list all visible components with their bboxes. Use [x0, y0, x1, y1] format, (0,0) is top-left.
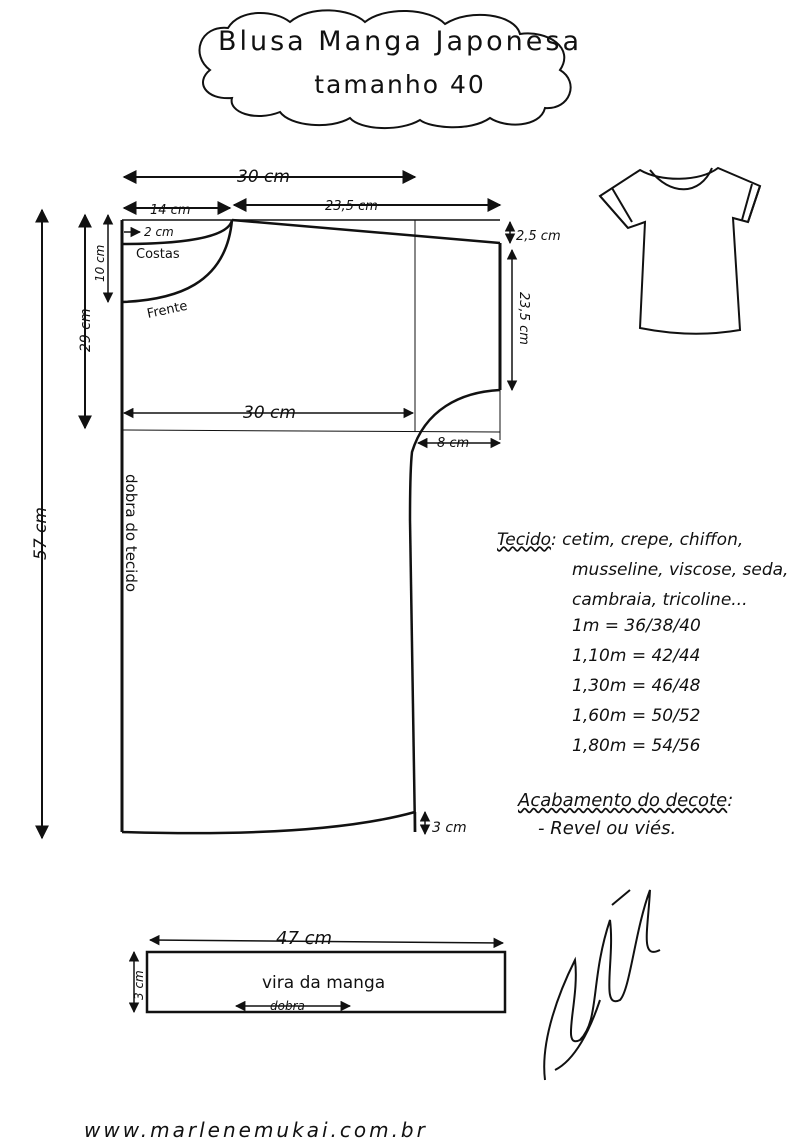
label-shoulder-drop: 2,5 cm — [516, 229, 561, 244]
label-back: Costas — [136, 247, 180, 262]
yardage-row: 1,30m = 46/48 — [572, 676, 701, 696]
label-cuff-height: 3 cm — [132, 970, 146, 1000]
neck-curve-front — [121, 219, 234, 304]
finish-label: Acabamento do decote — [518, 790, 728, 811]
fabric-label: Tecido — [497, 530, 552, 550]
yardage-row: 1m = 36/38/40 — [572, 616, 701, 636]
fabric-line-3: cambraia, tricoline... — [572, 590, 748, 610]
fabric-notes: Tecido: cetim, crepe, chiffon, musseline… — [497, 525, 788, 615]
fabric-line-2: musseline, viscose, seda, — [572, 560, 789, 580]
hem-curve — [121, 810, 416, 835]
pattern-waist-line — [121, 429, 501, 433]
label-fold: dobra do tecido — [122, 474, 140, 592]
title-cloud — [198, 9, 572, 130]
pattern-shoulder-line — [231, 218, 501, 245]
t-shirt-icon — [598, 166, 762, 335]
label-neck-width: 14 cm — [150, 203, 191, 218]
label-cuff-width: 47 cm — [276, 928, 332, 949]
side-seam — [408, 519, 417, 833]
label-armhole-depth: 29 cm — [78, 308, 94, 352]
underarm-curve — [408, 388, 501, 521]
fabric-line-1: cetim, crepe, chiffon, — [562, 530, 744, 550]
label-side-offset: 8 cm — [437, 436, 469, 451]
yardage-row: 1,60m = 50/52 — [572, 706, 701, 726]
neck-curve-back — [121, 219, 234, 246]
signature-mark — [543, 889, 661, 1081]
finish-text: - Revel ou viés. — [538, 818, 677, 839]
label-sleeve-opening: 23,5 cm — [516, 292, 531, 345]
label-shoulder-length: 23,5 cm — [325, 199, 378, 214]
website-url: www.marlenemukai.com.br — [84, 1118, 428, 1142]
cuff-band — [145, 950, 507, 1014]
label-total-length: 57 cm — [31, 507, 51, 560]
fabric-colon: : — [551, 530, 557, 550]
finish-heading: Acabamento do decote: — [518, 790, 733, 811]
dim-cuff-width-arrow — [148, 934, 505, 949]
label-front: Frente — [146, 299, 189, 322]
title-line-1: Blusa Manga Japonesa — [217, 26, 583, 57]
label-body-width: 30 cm — [243, 403, 296, 423]
title-line-2: tamanho 40 — [314, 70, 486, 99]
label-hem-rise: 3 cm — [432, 820, 467, 836]
label-top-width: 30 cm — [237, 167, 290, 187]
label-neck-depth: 10 cm — [93, 245, 107, 282]
yardage-row: 1,10m = 42/44 — [572, 646, 701, 666]
label-cuff: vira da manga — [262, 973, 385, 993]
label-neck-small: 2 cm — [144, 225, 174, 239]
finish-colon: : — [727, 790, 734, 811]
yardage-row: 1,80m = 54/56 — [572, 736, 701, 756]
label-cuff-fold: dobra — [270, 999, 305, 1013]
